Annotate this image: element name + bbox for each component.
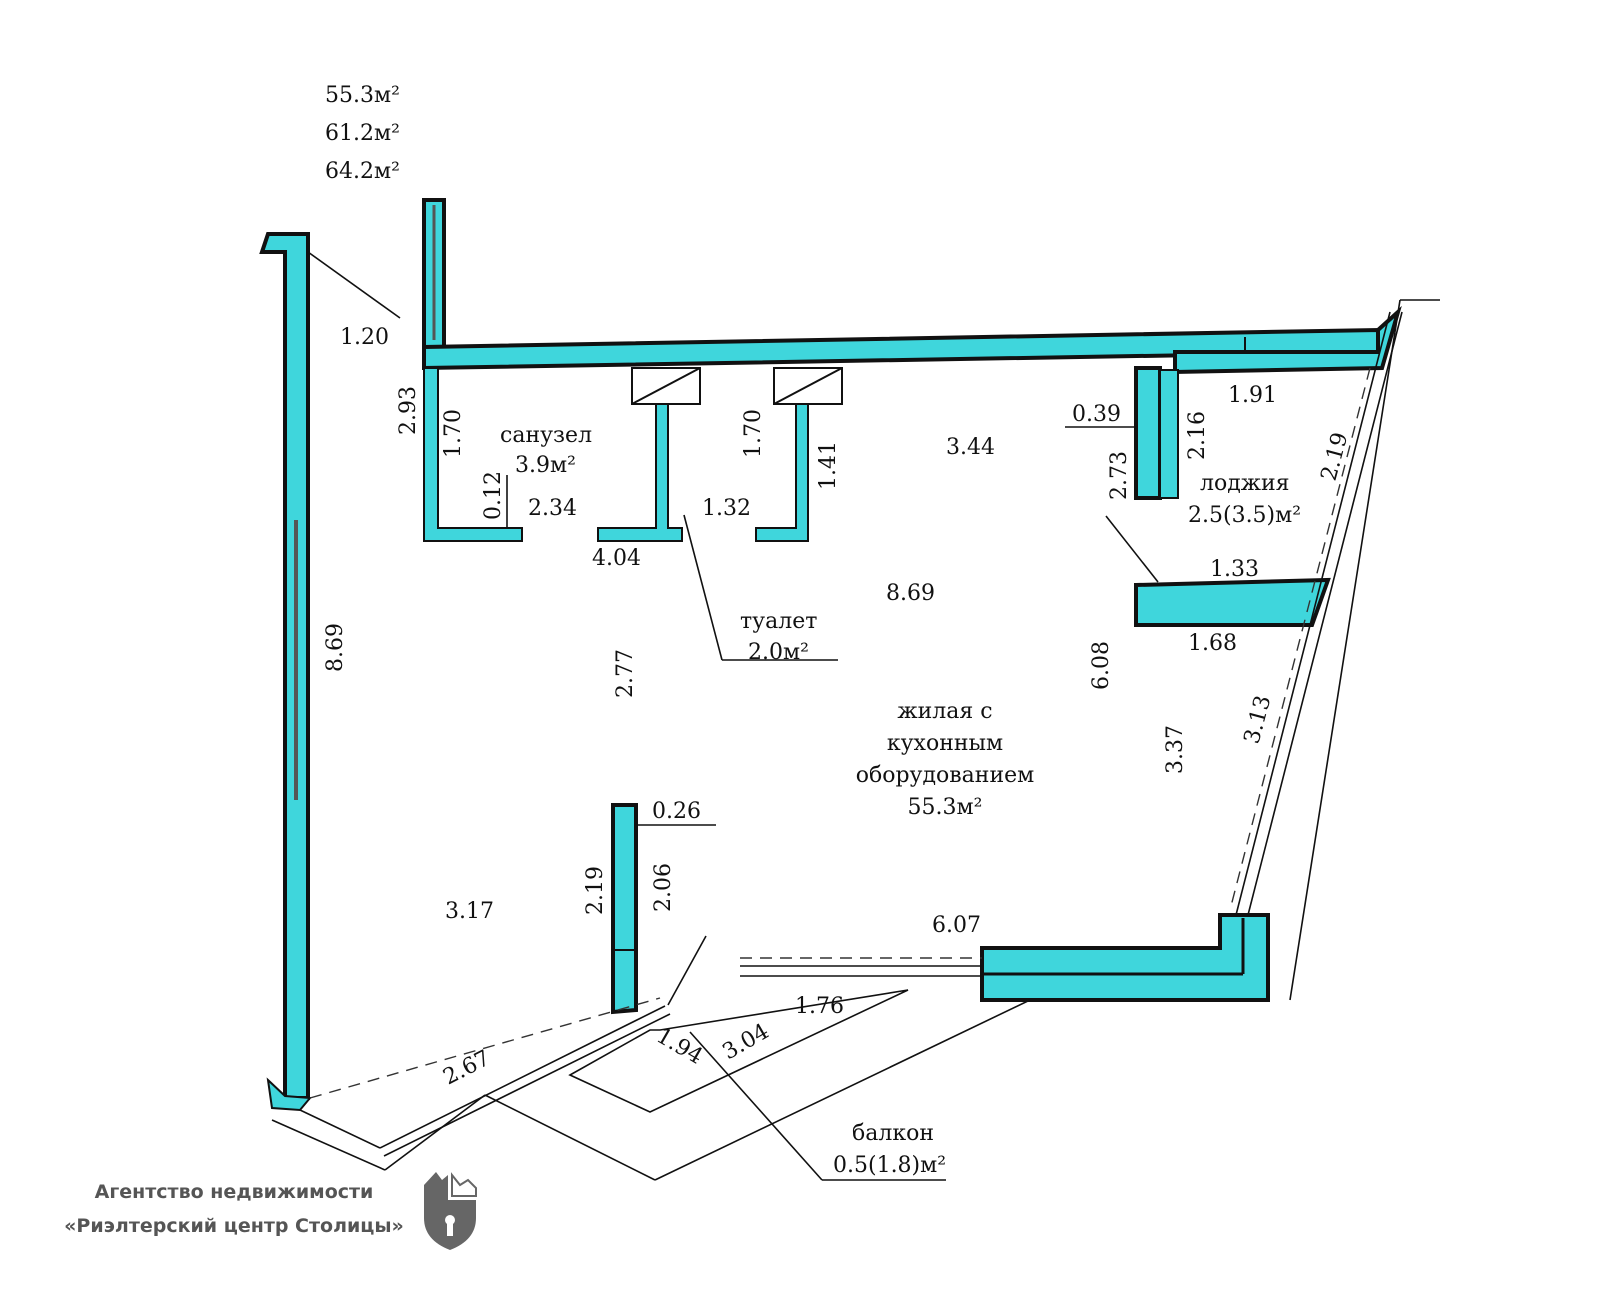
balcony-area: 0.5(1.8)м²	[833, 1153, 946, 1178]
living-name-1: жилая с	[897, 699, 992, 724]
loggia-name: лоджия	[1200, 471, 1290, 496]
dim-label: 2.73	[1107, 451, 1132, 500]
dim-label: 1.94	[652, 1024, 707, 1070]
dim-label: 1.70	[741, 409, 766, 458]
dim-label: 3.44	[946, 435, 995, 460]
left-exterior-wall	[259, 232, 310, 1100]
logo-line-1: Агентство недвижимости	[95, 1181, 374, 1203]
loggia-wall	[1134, 366, 1162, 500]
corner-wall	[266, 1077, 313, 1112]
total-area: 61.2м²	[325, 121, 400, 146]
dim-label: 0.26	[652, 799, 701, 824]
dim-label: 8.69	[323, 623, 348, 672]
dim-label: 2.06	[651, 863, 676, 912]
loggia-bottom-wall	[1134, 577, 1331, 627]
bathroom-wall	[423, 367, 523, 542]
living-name-3: оборудованием	[856, 763, 1035, 788]
living-area-total: 55.3м²	[325, 83, 400, 108]
leader-lines	[307, 251, 1159, 1181]
partition-wall	[611, 803, 638, 1015]
loggia-area: 2.5(3.5)м²	[1188, 503, 1301, 528]
loggia-wall-inner	[1159, 369, 1179, 499]
dim-label: 1.33	[1210, 557, 1259, 582]
dim-label: 2.19	[583, 866, 608, 915]
dim-label: 3.17	[445, 899, 494, 924]
vent-box	[631, 367, 843, 405]
dim-label: 1.41	[816, 441, 841, 490]
dim-label: 1.76	[795, 994, 844, 1019]
dim-label: 0.12	[481, 471, 506, 520]
dim-label: 2.34	[528, 496, 577, 521]
dim-label: 2.77	[613, 649, 638, 698]
logo-line-2: «Риэлтерский центр Столицы»	[64, 1215, 404, 1237]
dim-label: 2.93	[396, 386, 421, 435]
bath-toilet-partition	[597, 401, 683, 542]
dim-label: 3.37	[1163, 725, 1188, 774]
dim-label: 8.69	[886, 581, 935, 606]
bathroom-name: санузел	[500, 423, 592, 448]
living-name-2: кухонным	[887, 731, 1003, 756]
toilet-name: туалет	[740, 609, 817, 634]
dim-label: 4.04	[592, 546, 641, 571]
dim-label: 2.16	[1185, 411, 1210, 460]
dim-label: 1.20	[340, 325, 389, 350]
balcony-name: балкон	[852, 1121, 934, 1146]
dim-label: 6.08	[1089, 641, 1114, 690]
shield-keyhole-icon	[424, 1172, 477, 1250]
dim-label: 6.07	[932, 913, 981, 938]
dim-label: 0.39	[1072, 402, 1121, 427]
toilet-area: 2.0м²	[748, 640, 809, 665]
living-area: 55.3м²	[908, 795, 983, 820]
dim-label: 3.13	[1240, 693, 1277, 747]
dim-label: 1.32	[702, 496, 751, 521]
bathroom-area: 3.9м²	[515, 453, 576, 478]
dim-label: 1.68	[1188, 631, 1237, 656]
glazing	[271, 299, 1440, 1181]
lower-right-wall	[980, 913, 1270, 1002]
dim-label: 1.91	[1228, 383, 1277, 408]
total-area-coef: 64.2м²	[325, 159, 400, 184]
dimension-labels: 1.20 2.34 4.04 1.32 3.44 0.39 1.91 1.33 …	[323, 325, 1353, 1090]
agency-logo: Агентство недвижимости «Риэлтерский цент…	[64, 1172, 477, 1250]
dim-label: 1.70	[441, 409, 466, 458]
walls	[259, 198, 1402, 1112]
